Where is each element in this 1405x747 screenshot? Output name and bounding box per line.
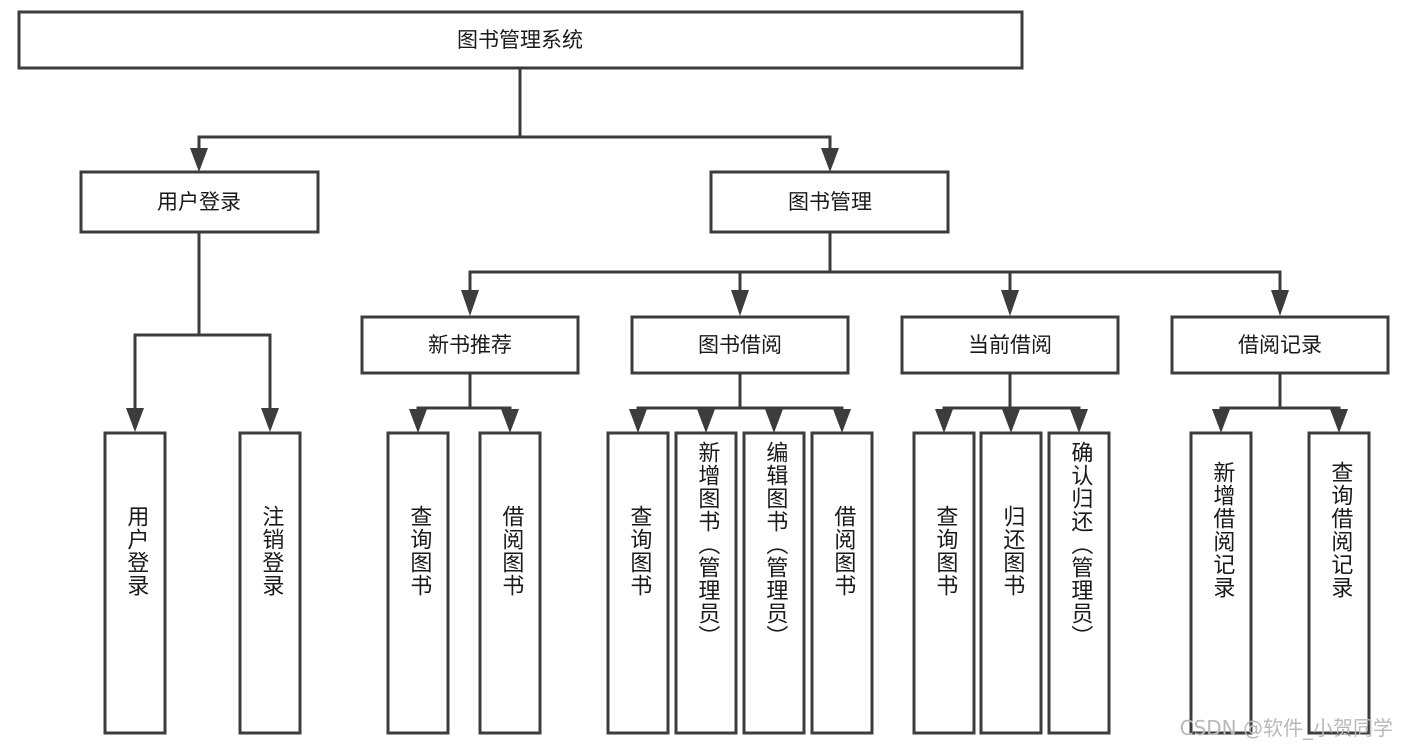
node-current-borrow[interactable]: 当前借阅 <box>900 315 1120 375</box>
node-borrow-records[interactable]: 借阅记录 <box>1170 315 1390 375</box>
arrow-head-cb-leaf-3 <box>1070 409 1088 433</box>
connector-group-borrow-records <box>1212 371 1348 433</box>
arrow-head-user-login <box>190 148 208 172</box>
leaf-box-cb-2[interactable] <box>979 431 1043 735</box>
arrow-head-book-mgmt <box>821 148 839 172</box>
node-borrow-records-label: 借阅记录 <box>1238 333 1322 357</box>
leaf-box-br-1[interactable] <box>1189 431 1253 735</box>
arrow-head-bb-leaf-1 <box>629 409 647 433</box>
connector-group-book-mgmt <box>461 230 1289 316</box>
leaf-box-nbr-2[interactable] <box>478 431 542 735</box>
leaf-box-bb-2[interactable] <box>674 431 738 735</box>
leaf-box-user-login-2[interactable] <box>238 431 302 735</box>
leaf-box-bb-3[interactable] <box>742 431 806 735</box>
node-root-box[interactable] <box>17 10 1024 70</box>
arrow-head-borrow-records <box>1271 290 1289 316</box>
node-user-login-box[interactable] <box>79 170 320 234</box>
node-new-book-recommend[interactable]: 新书推荐 <box>360 315 580 375</box>
leaf-box-cb-3[interactable] <box>1047 431 1111 735</box>
node-user-login-label: 用户登录 <box>157 190 241 214</box>
node-book-borrow[interactable]: 图书借阅 <box>630 315 850 375</box>
arrow-head-book-borrow <box>731 290 749 316</box>
node-new-book-recommend-box[interactable] <box>360 315 580 375</box>
node-root[interactable]: 图书管理系统 <box>17 10 1024 70</box>
arrow-head-cb-leaf-2 <box>1002 409 1020 433</box>
node-book-borrow-box[interactable] <box>630 315 850 375</box>
arrow-head-bb-leaf-4 <box>833 409 851 433</box>
arrow-head-user-login-leaf-2 <box>261 408 279 432</box>
arrow-head-cb-leaf-1 <box>935 409 953 433</box>
node-book-management-box[interactable] <box>709 170 950 234</box>
arrow-head-bb-leaf-2 <box>697 409 715 433</box>
leaf-box-bb-4[interactable] <box>810 431 874 735</box>
node-book-management-label: 图书管理 <box>788 190 872 214</box>
node-current-borrow-box[interactable] <box>900 315 1120 375</box>
arrow-head-user-login-leaf-1 <box>126 408 144 432</box>
arrow-head-br-leaf-2 <box>1330 409 1348 433</box>
leaf-box-br-2[interactable] <box>1307 431 1371 735</box>
node-new-book-recommend-label: 新书推荐 <box>428 333 512 357</box>
node-user-login[interactable]: 用户登录 <box>79 170 320 234</box>
node-root-label: 图书管理系统 <box>457 28 583 52</box>
arrow-head-nbr-leaf-1 <box>409 409 427 433</box>
arrow-head-br-leaf-1 <box>1212 409 1230 433</box>
leaf-group-new-book-recommend <box>386 431 542 735</box>
connector-group-new-book-recommend <box>409 371 519 433</box>
arrow-head-nbr-leaf-2 <box>501 409 519 433</box>
arrow-head-current-borrow <box>1001 290 1019 316</box>
leaf-group-book-borrow <box>606 431 874 735</box>
connector-group-current-borrow <box>935 371 1088 433</box>
node-current-borrow-label: 当前借阅 <box>968 333 1052 357</box>
leaf-group-current-borrow <box>912 431 1111 735</box>
node-borrow-records-box[interactable] <box>1170 315 1390 375</box>
leaf-box-bb-1[interactable] <box>606 431 670 735</box>
leaf-box-nbr-1[interactable] <box>386 431 450 735</box>
leaf-group-user-login <box>103 431 302 735</box>
node-book-borrow-label: 图书借阅 <box>698 333 782 357</box>
connector-group-user-login <box>126 230 279 432</box>
connector-group-root <box>190 66 839 172</box>
leaf-group-borrow-records <box>1189 431 1371 735</box>
leaf-box-cb-1[interactable] <box>912 431 976 735</box>
node-book-management[interactable]: 图书管理 <box>709 170 950 234</box>
connector-group-book-borrow <box>629 371 851 433</box>
arrow-head-new-book-recommend <box>461 290 479 316</box>
leaf-box-user-login-1[interactable] <box>103 431 167 735</box>
arrow-head-bb-leaf-3 <box>765 409 783 433</box>
